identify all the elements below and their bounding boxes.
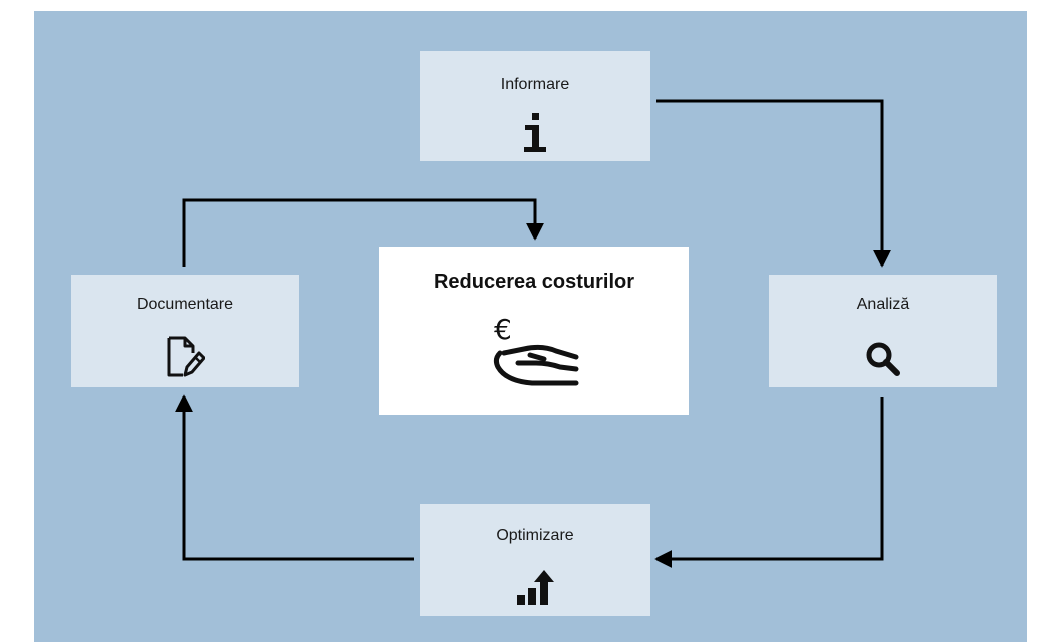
step-analiza: Analiză [769,275,997,387]
arrow-optimizare-to-documentare [175,394,414,561]
arrow-analiza-to-optimizare [654,397,884,568]
arrow-informare-to-analiza [656,99,891,268]
goal-title: Reducerea costurilor [433,271,635,293]
magnifier-icon [866,342,900,376]
step-label-documentare: Documentare [136,296,234,313]
step-label-analiza: Analiză [856,296,910,313]
diagram-panel: Informare Analiză Optimizare Documentare [34,11,1027,642]
cycle-arrows [175,99,891,568]
info-icon [524,113,546,152]
step-informare: Informare [420,51,650,161]
euro-hand-icon: € [493,313,579,386]
bar-chart-up-icon [517,570,554,605]
step-optimizare: Optimizare [420,504,650,616]
step-label-optimizare: Optimizare [496,527,574,544]
step-label-informare: Informare [500,76,570,93]
step-documentare: Documentare [71,275,299,387]
goal-box: Reducerea costurilor € [379,247,689,415]
svg-text:€: € [494,313,512,346]
document-edit-icon [167,336,205,377]
arrow-documentare-to-center [182,198,544,267]
